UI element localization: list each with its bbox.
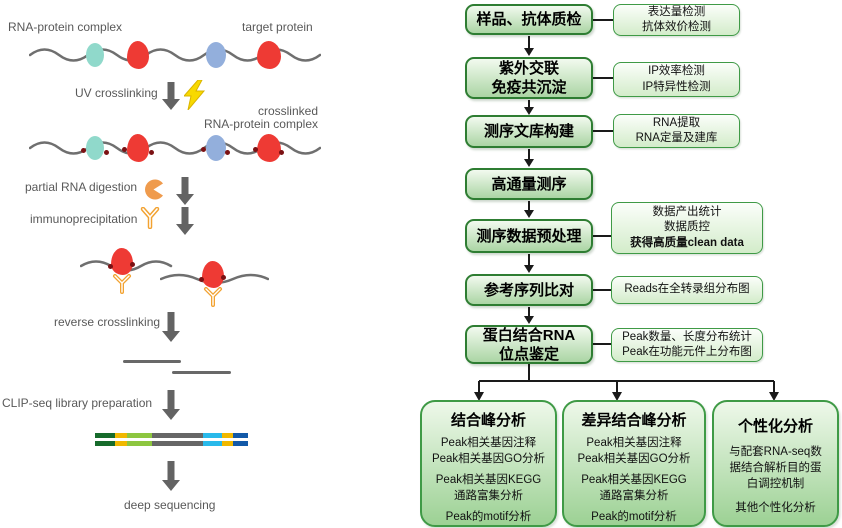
crosslink-dot [149, 150, 154, 155]
rna-fragment-bar [172, 371, 231, 374]
branch-connector [474, 364, 779, 401]
antibody-icon [113, 274, 131, 294]
side-note-reads-distribution: Reads在全转录组分布图 [611, 276, 763, 304]
down-arrow-icon [162, 312, 180, 342]
label-clip-seq-library-preparation: CLIP-seq library preparation [2, 396, 153, 410]
flow-step-uv-coip: 紫外交联 免疫共沉淀 [465, 57, 593, 99]
flow-arrow-icon [524, 201, 534, 218]
side-connector [593, 289, 613, 291]
side-connector [593, 130, 613, 132]
antibody-icon [140, 207, 160, 229]
crosslink-dot [225, 150, 230, 155]
crosslink-dot [104, 150, 109, 155]
label-deep-sequencing: deep sequencing [124, 498, 216, 512]
flow-step-data-preprocessing: 测序数据预处理 [465, 219, 593, 253]
flow-arrow-icon [524, 149, 534, 167]
flow-step-reference-alignment: 参考序列比对 [465, 274, 593, 306]
side-connector [593, 77, 613, 79]
library-construct-strand [95, 441, 248, 446]
protein-blob-teal [86, 43, 104, 67]
flow-step-high-throughput-seq: 高通量测序 [465, 168, 593, 200]
flow-arrow-icon [524, 100, 534, 115]
down-arrow-icon [176, 207, 194, 235]
crosslink-dot [81, 148, 86, 153]
analysis-box-binding-peak: 结合峰分析 Peak相关基因注释 Peak相关基因GO分析 Peak相关基因KE… [420, 400, 557, 527]
flow-arrow-icon [524, 307, 534, 324]
library-construct-strand [95, 433, 248, 438]
protein-blob-red [202, 261, 224, 288]
protein-blob-red-target [257, 134, 281, 162]
side-note-rna-extraction: RNA提取 RNA定量及建库 [613, 114, 740, 148]
label-reverse-crosslinking: reverse crosslinking [54, 315, 161, 329]
crosslink-dot [253, 147, 258, 152]
analysis-box-differential-peak: 差异结合峰分析 Peak相关基因注释 Peak相关基因GO分析 Peak相关基因… [562, 400, 706, 527]
side-note-ip-qc: IP效率检测 IP特异性检测 [613, 62, 740, 97]
label-immunoprecipitation: immunoprecipitation [30, 212, 138, 226]
uv-lightning-icon [184, 80, 206, 110]
rnase-enzyme-icon [145, 179, 163, 200]
antibody-icon [204, 287, 222, 307]
crosslink-dot [221, 275, 226, 280]
label-partial-rna-digestion: partial RNA digestion [25, 180, 138, 194]
analysis-box-title: 个性化分析 [737, 418, 813, 435]
side-note-sample-qc: 表达量检测 抗体效价检测 [613, 4, 740, 36]
rna-fragment-bar [123, 360, 181, 363]
crosslink-dot [199, 277, 204, 282]
label-target-protein: target protein [242, 20, 313, 34]
protein-blob-blue [206, 135, 226, 161]
flow-step-binding-site-identification: 蛋白结合RNA 位点鉴定 [465, 325, 593, 364]
flow-step-library-construction: 测序文库构建 [465, 115, 593, 148]
analysis-box-title: 结合峰分析 [450, 412, 526, 429]
analysis-box-title: 差异结合峰分析 [581, 412, 687, 429]
label-rna-protein-complex: RNA-protein complex [8, 20, 123, 34]
protein-blob-blue [206, 42, 226, 68]
flow-arrow-icon [524, 254, 534, 273]
side-note-peak-stats: Peak数量、长度分布统计 Peak在功能元件上分布图 [611, 328, 763, 362]
protein-blob-teal [86, 136, 104, 160]
down-arrow-icon [162, 461, 180, 491]
label-crosslinked-2: RNA-protein complex [203, 117, 318, 131]
protein-blob-red [111, 248, 133, 275]
protein-blob-red [127, 134, 149, 162]
crosslink-dot [201, 147, 206, 152]
crosslink-dot [130, 262, 135, 267]
label-uv-crosslinking: UV crosslinking [75, 86, 158, 100]
crosslink-dot [122, 147, 127, 152]
side-connector [593, 235, 613, 237]
flow-arrow-icon [524, 36, 534, 56]
down-arrow-icon [176, 177, 194, 205]
protein-blob-red [127, 41, 149, 69]
flow-step-sample-qc: 样品、抗体质检 [465, 4, 593, 35]
analysis-box-custom: 个性化分析 与配套RNA-seq数 据结合解析目的蛋 白调控机制 其他个性化分析 [712, 400, 839, 527]
side-connector [593, 343, 613, 345]
crosslink-dot [279, 150, 284, 155]
side-note-data-qc: 数据产出统计 数据质控 获得高质量clean data [611, 202, 763, 254]
down-arrow-icon [162, 390, 180, 420]
label-crosslinked-1: crosslinked [257, 104, 318, 118]
down-arrow-icon [162, 82, 180, 110]
crosslink-dot [108, 264, 113, 269]
protein-blob-red-target [257, 41, 281, 69]
side-connector [593, 19, 613, 21]
